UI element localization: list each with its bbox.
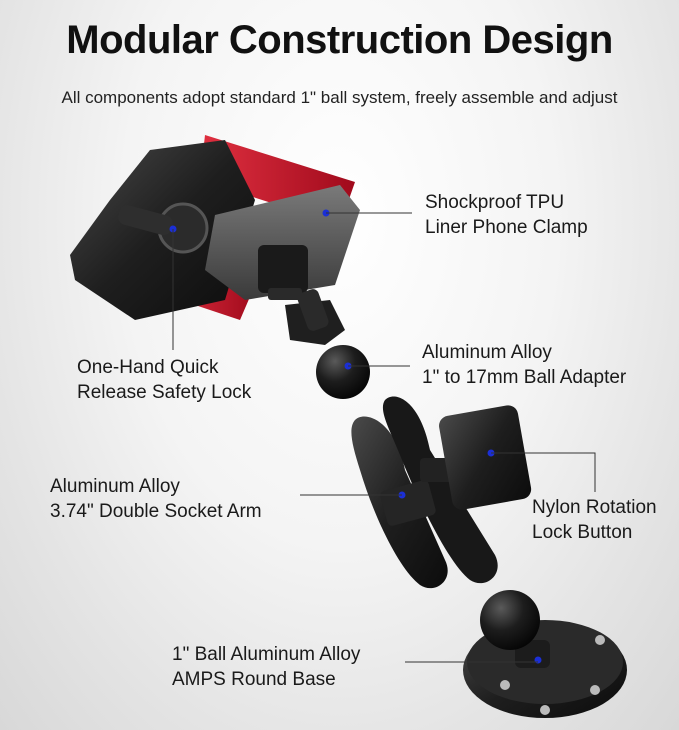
callout-round-base: 1" Ball Aluminum Alloy AMPS Round Base [172, 644, 361, 690]
page-subtitle: All components adopt standard 1" ball sy… [61, 88, 618, 107]
page-title: Modular Construction Design [66, 18, 613, 62]
callout-socket-arm: Aluminum Alloy 3.74" Double Socket Arm [50, 476, 262, 522]
leader-lines [172, 212, 596, 663]
callout-ball-adapter: Aluminum Alloy 1" to 17mm Ball Adapter [422, 342, 627, 388]
callout-rotation-lock: Nylon Rotation Lock Button [532, 497, 657, 543]
ball-adapter-part [285, 289, 370, 399]
callout-phone-clamp: Shockproof TPU Liner Phone Clamp [425, 192, 588, 238]
callout-safety-lock: One-Hand Quick Release Safety Lock [77, 357, 252, 403]
round-base-part [463, 590, 627, 718]
socket-arm-part [351, 396, 532, 589]
phone-clamp-part [70, 135, 360, 320]
